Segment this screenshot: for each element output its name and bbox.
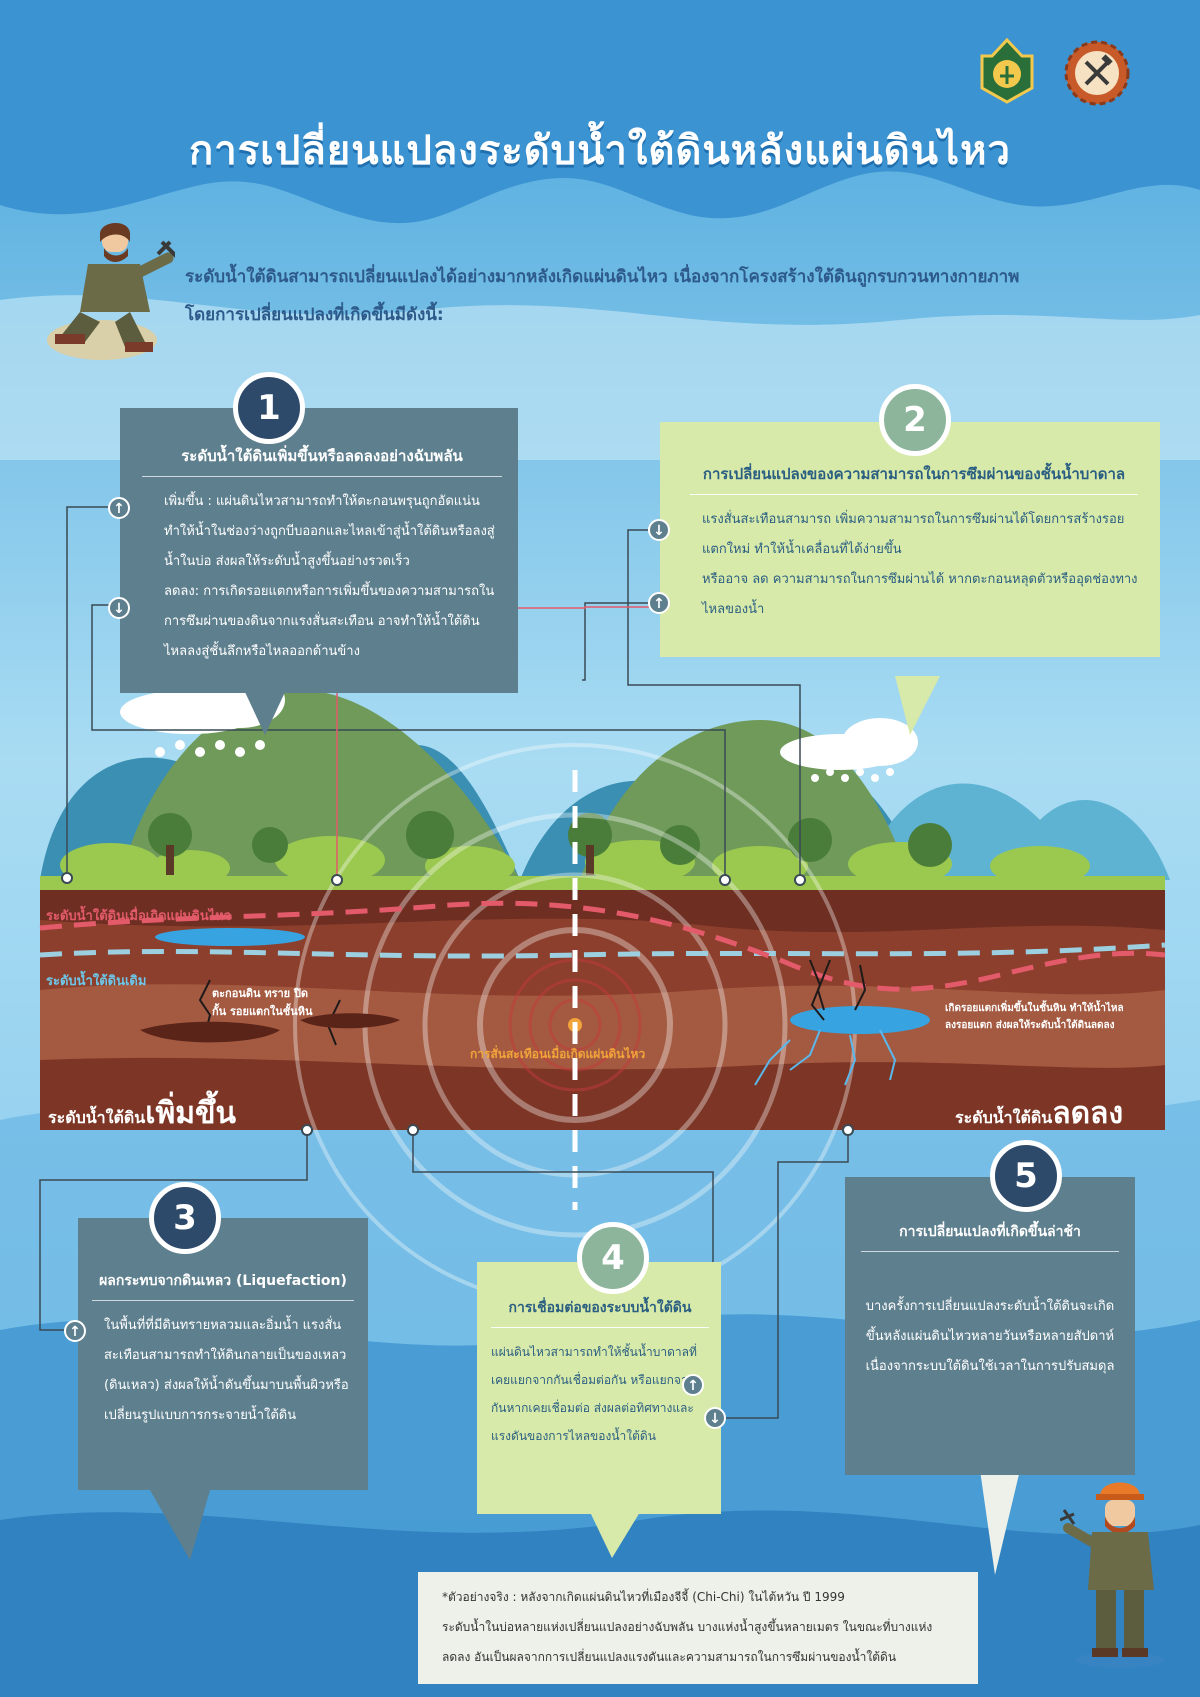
intro-text: ระดับน้ำใต้ดินสามารถเปลี่ยนแปลงได้อย่างม…	[185, 258, 1145, 334]
example-line-3: ลดลง อันเป็นผลจากการเปลี่ยนแปลงแรงดันและ…	[442, 1650, 897, 1664]
box5-title: การเปลี่ยนแปลงที่เกิดขึ้นล่าช้า	[861, 1221, 1119, 1252]
crack-drain-label: เกิดรอยแตกเพิ่มขึ้นในชั้นหิน ทำให้น้ำไหล…	[945, 1003, 1124, 1031]
level-increase-label: ระดับน้ำใต้ดินเพิ่มขึ้น	[48, 1090, 236, 1137]
box1-title: ระดับน้ำใต้ดินเพิ่มขึ้นหรือลดลงอย่างฉับพ…	[142, 444, 502, 477]
box-sudden-change: ระดับน้ำใต้ดินเพิ่มขึ้นหรือลดลงอย่างฉับพ…	[120, 408, 518, 693]
real-example-note: *ตัวอย่างจริง : หลังจากเกิดแผ่นดินไหวที่…	[418, 1572, 978, 1684]
box-aquifer-connection: การเชื่อมต่อของระบบน้ำใต้ดิน แผ่นดินไหวส…	[477, 1262, 721, 1514]
box1-number: 1	[233, 372, 305, 444]
box2-number: 2	[879, 384, 951, 456]
geologist-hammer-figure	[40, 212, 180, 362]
intro-line-2: โดยการเปลี่ยนแปลงที่เกิดขึ้นมีดังนี้:	[185, 305, 444, 325]
box1-up-text: เพิ่มขึ้น : แผ่นดินไหวสามารถทำให้ตะกอนพร…	[164, 494, 495, 569]
box4-number: 4	[577, 1222, 649, 1294]
box4-arrow-down-icon: ↓	[704, 1407, 726, 1429]
example-line-1: *ตัวอย่างจริง : หลังจากเกิดแผ่นดินไหวที่…	[442, 1590, 845, 1604]
epicenter-label: การสั่นสะเทือนเมื่อเกิดแผ่นดินไหว	[470, 1047, 646, 1061]
box3-number: 3	[149, 1182, 221, 1254]
box-delayed-change: การเปลี่ยนแปลงที่เกิดขึ้นล่าช้า บางครั้ง…	[845, 1177, 1135, 1475]
department-seal-icon	[972, 36, 1042, 106]
box-permeability-change: การเปลี่ยนแปลงของความสามารถในการซึมผ่านข…	[660, 422, 1160, 657]
level-decrease-big: ลดลง	[1052, 1096, 1124, 1131]
earthquake-water-table-label: ระดับน้ำใต้ดินเมื่อเกิดแผ่นดินไหว	[46, 909, 232, 924]
level-decrease-small: ระดับน้ำใต้ดิน	[955, 1108, 1053, 1127]
box4-text: แผ่นดินไหวสามารถทำให้ชั้นน้ำบาดาลที่เคยแ…	[491, 1345, 697, 1443]
box3-arrow-up-icon: ↑	[64, 1320, 86, 1342]
geology-gear-icon	[1062, 38, 1132, 108]
original-water-table-label: ระดับน้ำใต้ดินเดิม	[46, 974, 147, 989]
intro-line-1: ระดับน้ำใต้ดินสามารถเปลี่ยนแปลงได้อย่างม…	[185, 267, 1020, 287]
box3-title: ผลกระทบจากดินเหลว (Liquefaction)	[92, 1270, 354, 1301]
box1-arrow-down-icon: ↓	[108, 597, 130, 619]
box5-text: บางครั้งการเปลี่ยนแปลงระดับน้ำใต้ดินจะเก…	[865, 1299, 1115, 1374]
box2-down-text: แรงสั่นสะเทือนสามารถ เพิ่มความสามารถในกา…	[702, 512, 1125, 557]
box2-arrow-up-icon: ↑	[648, 592, 670, 614]
page-title: การเปลี่ยนแปลงระดับน้ำใต้ดินหลังแผ่นดินไ…	[189, 128, 1011, 174]
box-liquefaction: ผลกระทบจากดินเหลว (Liquefaction) ในพื้นท…	[78, 1218, 368, 1490]
box1-arrow-up-icon: ↑	[108, 497, 130, 519]
box3-text: ในพื้นที่ที่มีดินทรายหลวมและอิ่มน้ำ แรงส…	[104, 1318, 349, 1423]
box2-title: การเปลี่ยนแปลงของความสามารถในการซึมผ่านข…	[690, 462, 1138, 495]
level-increase-big: เพิ่มขึ้น	[145, 1096, 237, 1131]
box4-arrow-up-icon: ↑	[682, 1374, 704, 1396]
box5-number: 5	[990, 1140, 1062, 1212]
example-line-2: ระดับน้ำในบ่อหลายแห่งเปลี่ยนแปลงอย่างฉับ…	[442, 1620, 933, 1634]
box1-down-text: ลดลง: การเกิดรอยแตกหรือการเพิ่มขึ้นของคว…	[164, 584, 495, 659]
level-decrease-label: ระดับน้ำใต้ดินลดลง	[955, 1090, 1123, 1137]
sediment-block-label: ตะกอนดิน ทราย ปิดกั้น รอยแตกในชั้นหิน	[212, 987, 313, 1018]
level-increase-small: ระดับน้ำใต้ดิน	[48, 1108, 146, 1127]
box2-arrow-down-icon: ↓	[648, 519, 670, 541]
box4-title: การเชื่อมต่อของระบบน้ำใต้ดิน	[491, 1297, 709, 1328]
box2-up-text: หรืออาจ ลด ความสามารถในการซึมผ่านได้ หาก…	[702, 572, 1138, 617]
geologist-helmet-figure	[1059, 1470, 1180, 1670]
